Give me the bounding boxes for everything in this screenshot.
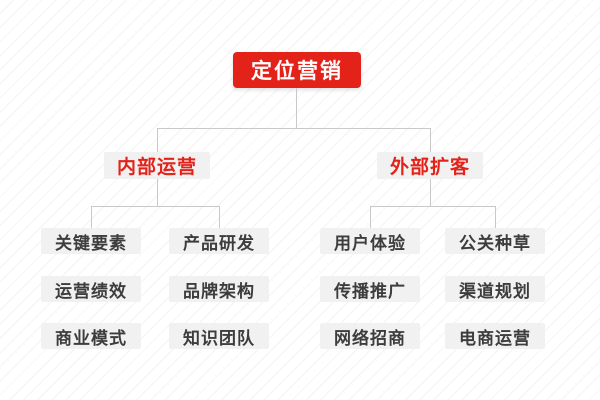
leaf-node: 渠道规划 <box>445 276 545 302</box>
connector-line <box>157 179 158 206</box>
connector-line <box>430 128 431 152</box>
connector-line <box>370 206 495 207</box>
branch-node-internal: 内部运营 <box>104 152 210 179</box>
connector-line <box>91 206 219 207</box>
leaf-node: 用户体验 <box>320 228 420 254</box>
leaf-node: 电商运营 <box>445 323 545 349</box>
leaf-node: 公关种草 <box>445 228 545 254</box>
connector-line <box>91 206 92 228</box>
connector-line <box>296 88 297 128</box>
leaf-node: 品牌架构 <box>169 276 269 302</box>
leaf-node: 传播推广 <box>320 276 420 302</box>
leaf-node: 运营绩效 <box>41 276 141 302</box>
connector-line <box>219 206 220 228</box>
connector-line <box>370 206 371 228</box>
connector-line <box>157 128 158 152</box>
root-node: 定位营销 <box>233 52 361 88</box>
leaf-node: 产品研发 <box>169 228 269 254</box>
connector-line <box>157 128 431 129</box>
leaf-node: 关键要素 <box>41 228 141 254</box>
branch-node-external: 外部扩客 <box>377 152 483 179</box>
connector-line <box>495 206 496 228</box>
leaf-node: 网络招商 <box>320 323 420 349</box>
leaf-node: 商业模式 <box>41 323 141 349</box>
connector-line <box>430 179 431 206</box>
leaf-node: 知识团队 <box>169 323 269 349</box>
